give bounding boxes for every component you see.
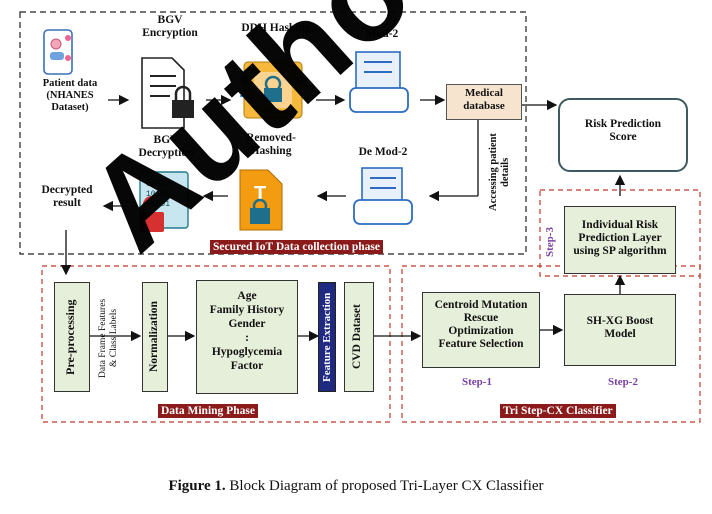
mod2-document-icon xyxy=(349,51,409,113)
tri-step-frame xyxy=(401,265,701,423)
risk-prediction-score-label: Risk Prediction Score xyxy=(584,118,662,143)
step3-label: Step-3 xyxy=(544,227,556,257)
patient-phone-icon xyxy=(43,29,73,75)
individual-risk-box: Individual Risk Prediction Layer using S… xyxy=(564,206,676,274)
document-lock-icon xyxy=(141,57,194,129)
feature-extraction-bar: Feature Extraction xyxy=(318,282,336,392)
features-list: Age Family History Gender : Hypoglycemia… xyxy=(209,290,285,372)
tri-step-classifier-label: Tri Step-CX Classifier xyxy=(500,404,616,418)
features-box: Age Family History Gender : Hypoglycemia… xyxy=(196,280,298,394)
removed-hashing-label: Removed- Hashing xyxy=(246,132,296,157)
normalization-label: Normalization xyxy=(148,301,160,373)
removed-hashing-icon: T xyxy=(239,169,283,231)
patient-data-label: Patient data (NHANES Dataset) xyxy=(42,78,98,113)
de-mod2-label: De Mod-2 xyxy=(358,146,408,158)
svg-text:01010: 01010 xyxy=(146,180,170,189)
figure-caption: Figure 1. Block Diagram of proposed Tri-… xyxy=(0,478,712,495)
preprocessing-box: Pre-processing xyxy=(54,282,90,392)
step1-label: Step-1 xyxy=(462,376,492,388)
cvd-dataset-box: CVD Dataset xyxy=(344,282,374,392)
individual-risk-label: Individual Risk Prediction Layer using S… xyxy=(573,219,667,257)
data-frame-features-label: Data Frame Features & Class Labels xyxy=(98,298,119,378)
shxg-boost-box: SH-XG Boost Model xyxy=(564,294,676,366)
shxg-boost-label: SH-XG Boost Model xyxy=(586,315,654,340)
svg-text:01001: 01001 xyxy=(146,200,170,209)
preprocessing-label: Pre-processing xyxy=(63,299,77,375)
caption-prefix: Figure 1. xyxy=(168,478,226,494)
medical-database-box: Medical database xyxy=(446,84,522,120)
centroid-mutation-label: Centroid Mutation Rescue Optimization Fe… xyxy=(434,299,528,350)
hashing-circuit-icon xyxy=(240,61,306,119)
ddh-hashing-label: DDH Hashing xyxy=(241,22,311,34)
data-mining-frame xyxy=(41,265,391,423)
binary-lock-icon: 01010 10110 01001 xyxy=(139,171,189,232)
risk-prediction-score-box: Risk Prediction Score xyxy=(558,98,688,172)
step2-label: Step-2 xyxy=(608,376,638,388)
caption-text: Block Diagram of proposed Tri-Layer CX C… xyxy=(225,478,544,494)
feature-extraction-label: Feature Extraction xyxy=(321,292,333,382)
svg-text:10110: 10110 xyxy=(146,190,170,199)
secured-phase-label: Secured IoT Data collection phase xyxy=(210,240,383,254)
accessing-patient-label: Accessing patient details xyxy=(488,133,511,211)
data-mining-phase-label: Data Mining Phase xyxy=(158,404,258,418)
bgv-decryption-label: BGV Decryption xyxy=(138,134,194,159)
normalization-box: Normalization xyxy=(142,282,168,392)
mod2-label: Mod-2 xyxy=(365,28,399,40)
cvd-dataset-label: CVD Dataset xyxy=(351,304,363,370)
centroid-mutation-box: Centroid Mutation Rescue Optimization Fe… xyxy=(422,292,540,368)
secured-phase-frame xyxy=(19,11,527,255)
de-mod2-document-icon xyxy=(353,167,413,225)
medical-database-label: Medical database xyxy=(463,87,505,112)
decrypted-result-label: Decrypted result xyxy=(41,184,93,209)
bgv-encryption-label: BGV Encryption xyxy=(142,14,198,39)
